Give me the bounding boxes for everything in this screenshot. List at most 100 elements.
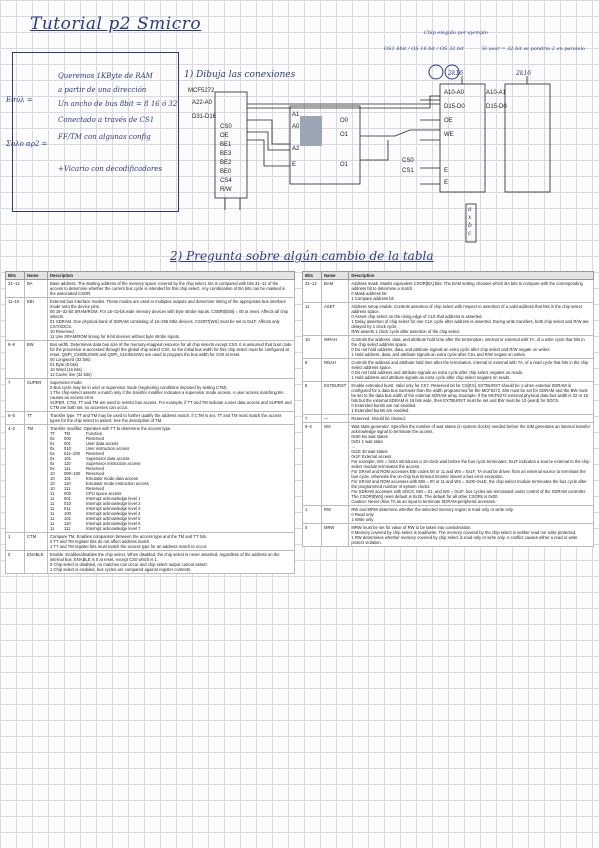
description-line: 0x01 1 wait state [351, 439, 383, 444]
tt-tm-cell: Reserved [86, 466, 104, 471]
description-line: 00 Longword (32 bits) [50, 357, 91, 362]
description-line: 01 Byte (8 bits) [50, 362, 79, 367]
cell-bits: 31–12 [302, 279, 322, 303]
memory-ctrl: CS1 [402, 168, 414, 174]
cell-name: RW [320, 505, 350, 524]
tt-tm-cell: TT [50, 431, 56, 436]
description-line: 00 16–32-bit SRAM/ROM. For 16–32-bit wid… [50, 309, 288, 319]
cell-name: ENABLE [24, 550, 48, 574]
vertical-mark: a [468, 206, 472, 213]
description-line: Controls the address, data, and attribut… [351, 337, 585, 347]
description-line: Controls the address and attribute hold … [351, 360, 589, 370]
cpu-pin: BE2 [220, 160, 232, 166]
tt-tm-cell: 11 [50, 521, 55, 526]
question-2: 2) Pregunta sobre algún cambio de la tab… [170, 249, 434, 263]
memory-2-label: 2k16 [516, 70, 532, 77]
tt-tm-cell: Interrupt acknowledge level 4 [86, 511, 141, 516]
tt-tm-cell: User instruction access [86, 446, 130, 451]
cell-name: WRAH [320, 335, 350, 359]
tt-tm-cell: Interrupt acknowledge level 7 [86, 526, 141, 531]
cell-description: RW and MRW determine whether the selecte… [348, 505, 594, 524]
tt-tm-cell: Function [86, 431, 103, 436]
col-description: Description [348, 271, 594, 280]
cell-name: ASET [320, 302, 350, 336]
tt-tm-cell: 0x [50, 456, 55, 461]
side-data-bus: D15-D0 [486, 104, 507, 110]
tt-tm-cell: 111 [64, 526, 71, 531]
cell-bits: 0 [302, 523, 322, 547]
tt-tm-cell: 101 [64, 476, 71, 481]
cell-bits: 7 [5, 378, 25, 412]
notes-box [12, 52, 179, 212]
note-line: Conectado a través de CS1 [58, 116, 155, 124]
description-line: 0x00 No wait states [351, 434, 388, 439]
cell-description: Supervisor mode.0 Bus cycle may be in us… [47, 378, 295, 412]
note-side-1: Εσύλ = [6, 96, 33, 104]
cell-bits: 8 [302, 381, 322, 415]
tt-tm-cell: Interrupt acknowledge level 5 [86, 516, 141, 521]
description-line: 1 Delay assertion of chip select for one… [351, 319, 589, 329]
cell-description: Enable extended burst. Valid only for CS… [348, 381, 594, 415]
description-line: 1 The chip-select asserts a match only i… [50, 390, 284, 400]
description-line: 11 Cache line (32 bits) [50, 372, 92, 377]
decoder-input: A2 [292, 146, 300, 152]
cell-bits: 6–2 [302, 422, 322, 506]
cell-bits: 9–8 [5, 340, 25, 379]
description-line: 1 RW determines whether memory covered b… [351, 535, 578, 545]
tt-tm-cell: User data access [86, 441, 119, 446]
vertical-mark: b [468, 222, 472, 229]
description-line: Compare TM. Enables comparison between t… [50, 534, 208, 539]
annotation-right: Si usar = 32 bit se pondría 2 en paralel… [482, 46, 586, 52]
description-line: 1 Write only [351, 517, 374, 522]
cell-bits: 11–10 [5, 297, 25, 341]
vertical-mark: c [468, 230, 472, 237]
cell-bits: 9 [302, 358, 322, 382]
col-bits: Bits [5, 271, 25, 280]
description-line: Reserved, should be cleared. [351, 416, 406, 421]
note-line: FF/TM con algunas config [58, 133, 151, 141]
tt-tm-cell: Interrupt acknowledge level 3 [86, 506, 141, 511]
tt-tm-cell: 001 [64, 441, 71, 446]
description-line: Enable. Enables/disables the chip select… [50, 552, 280, 562]
note-line: Queremos 1KByte de RAM [58, 72, 153, 80]
memory-block-2 [504, 83, 551, 193]
cpu-pin: CS4 [220, 178, 232, 184]
description-line: 0 Extended bursts are not enabled. [351, 403, 417, 408]
description-line: 0 Do not hold address, data, and attribu… [351, 347, 551, 352]
tt-tm-cell: CPU space access [86, 491, 122, 496]
decoder-input: E [292, 162, 297, 168]
description-line: 0 Do not hold address and attribute sign… [351, 370, 524, 375]
cell-name: WS [320, 422, 350, 506]
description-line: 1 Hold address, data, and attribute sign… [351, 352, 526, 357]
cell-description: Controls the address, data, and attribut… [348, 335, 594, 359]
cell-bits: 1 [5, 532, 25, 551]
cell-name: MRW [320, 523, 350, 547]
memory-ctrl: E [444, 180, 449, 186]
connection-sketch [214, 64, 551, 243]
tt-tm-cell: Emulator mode data access [86, 476, 138, 481]
description-line: … [351, 444, 356, 449]
tt-tm-cell: 111 [64, 486, 71, 491]
memory-pin: A10-A0 [444, 90, 465, 96]
memory-ctrl: E [444, 168, 449, 174]
tt-tm-cell: 000 [64, 491, 71, 496]
cell-name: CTM [24, 532, 48, 551]
cpu-pin: BE3 [220, 151, 232, 157]
cell-description: Wait state generator. Specifies the numb… [348, 422, 594, 506]
cell-description: Transfer type. TT and TM may be used to … [47, 411, 295, 425]
tt-tm-cell: 11 [50, 506, 55, 511]
